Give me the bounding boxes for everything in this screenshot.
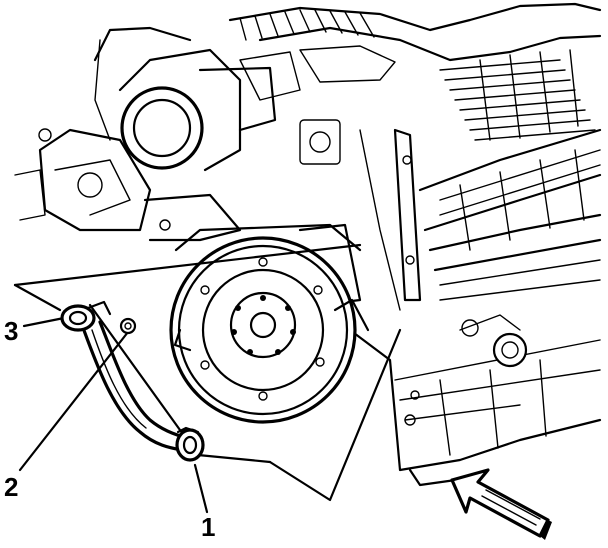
callout-3: 3 (4, 316, 18, 346)
callout-2: 2 (4, 472, 18, 502)
throttle-body (93, 26, 341, 172)
hose-fitting-1 (175, 428, 205, 462)
oil-pan (348, 314, 602, 487)
hose-assembly (60, 300, 205, 462)
leader-lines (13, 243, 402, 514)
flywheel (169, 236, 370, 424)
cylinder-head (418, 128, 602, 301)
callout-1: 1 (201, 512, 215, 542)
view-direction-arrow-icon (450, 468, 552, 540)
hose-fitting-3 (60, 304, 96, 332)
intake-manifold (228, 2, 602, 141)
bell-housing-edge (174, 223, 362, 252)
front-cover (14, 128, 242, 242)
hose-clip-2 (119, 317, 137, 335)
